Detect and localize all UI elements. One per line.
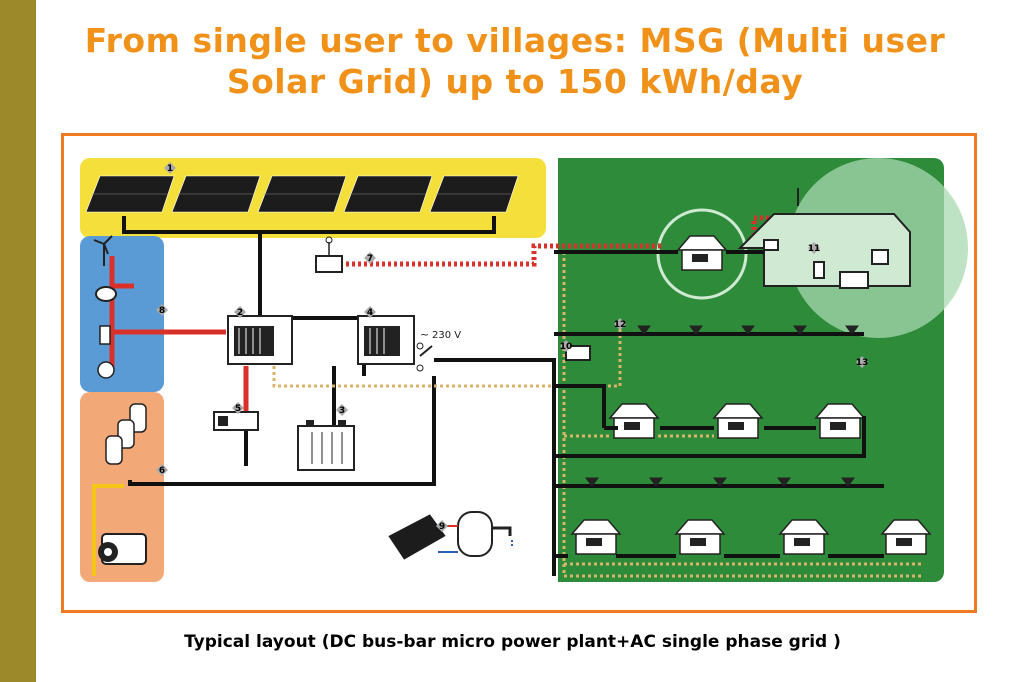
inverter — [357, 315, 415, 365]
monitoring-link — [346, 215, 894, 267]
marker-2: 2 — [234, 306, 246, 318]
svg-text:5: 5 — [235, 404, 241, 414]
dc-bus-wiring — [122, 216, 548, 486]
marker-13: 13 — [856, 356, 869, 368]
street-light — [637, 325, 651, 335]
street-light — [689, 325, 703, 335]
marker-10: 10 — [560, 340, 573, 352]
house — [674, 519, 726, 555]
street-light — [585, 477, 599, 487]
svg-text:13: 13 — [856, 358, 869, 368]
number-markers: 1 2 3 4 5 6 7 8 9 10 11 12 13 — [156, 162, 868, 532]
svg-text:9: 9 — [439, 522, 445, 532]
svg-text:7: 7 — [367, 254, 373, 264]
house — [676, 235, 728, 271]
house — [778, 519, 830, 555]
diagram-frame: ~ 230 V — [61, 133, 977, 613]
marker-8: 8 — [156, 304, 168, 316]
wind-turbine-icon — [93, 235, 113, 266]
house — [608, 403, 660, 439]
marker-3: 3 — [336, 404, 348, 416]
marker-1: 1 — [164, 162, 176, 174]
gas-bottles-icon — [105, 403, 147, 465]
grid-data-bus — [564, 434, 924, 566]
svg-text:6: 6 — [159, 466, 165, 476]
svg-text:12: 12 — [614, 320, 627, 330]
gsm-modem — [315, 236, 343, 273]
renewable-input-wiring — [109, 256, 249, 416]
street-light — [649, 477, 663, 487]
biomass-icon — [97, 361, 115, 379]
house — [880, 519, 932, 555]
generator-fuel-line — [92, 484, 124, 576]
marker-9: 9 — [436, 520, 448, 532]
fuel-cell-icon — [99, 325, 111, 345]
ac-distribution-grid — [548, 250, 884, 576]
charge-controller — [227, 315, 293, 365]
marker-5: 5 — [232, 402, 244, 414]
street-light — [793, 325, 807, 335]
house-interior-detail — [737, 188, 911, 289]
battery-bank — [297, 420, 355, 471]
wind-zone — [80, 236, 164, 392]
left-decor-band — [0, 0, 36, 682]
svg-text:4: 4 — [367, 308, 373, 318]
svg-text:11: 11 — [808, 244, 821, 254]
house — [570, 519, 622, 555]
street-light — [845, 325, 859, 335]
hydro-turbine-icon — [95, 286, 117, 302]
svg-text:8: 8 — [159, 306, 165, 316]
house — [814, 403, 866, 439]
houses — [570, 235, 932, 555]
battery-monitor — [213, 411, 259, 431]
svg-text:3: 3 — [339, 406, 345, 416]
generator-icon — [98, 533, 147, 565]
street-light — [841, 477, 855, 487]
svg-text:10: 10 — [560, 342, 573, 352]
solar-water-heater — [387, 511, 513, 561]
marker-6: 6 — [156, 464, 168, 476]
street-lights — [585, 325, 859, 487]
svg-text:2: 2 — [237, 308, 243, 318]
system-diagram: ~ 230 V — [80, 158, 968, 582]
marker-12: 12 — [614, 318, 627, 330]
ac-switch: ~ 230 V — [416, 328, 461, 372]
voltage-label: 230 V — [432, 330, 461, 341]
street-light — [713, 477, 727, 487]
house — [712, 403, 764, 439]
street-light — [741, 325, 755, 335]
svg-text:~: ~ — [420, 328, 429, 341]
street-light — [777, 477, 791, 487]
svg-text:1: 1 — [167, 164, 173, 174]
marker-11: 11 — [808, 242, 821, 254]
diagram-caption: Typical layout (DC bus-bar micro power p… — [184, 632, 841, 652]
marker-4: 4 — [364, 306, 376, 318]
marker-7: 7 — [364, 252, 376, 264]
energy-meter — [565, 345, 591, 361]
slide-title: From single user to villages: MSG (Multi… — [84, 21, 946, 101]
